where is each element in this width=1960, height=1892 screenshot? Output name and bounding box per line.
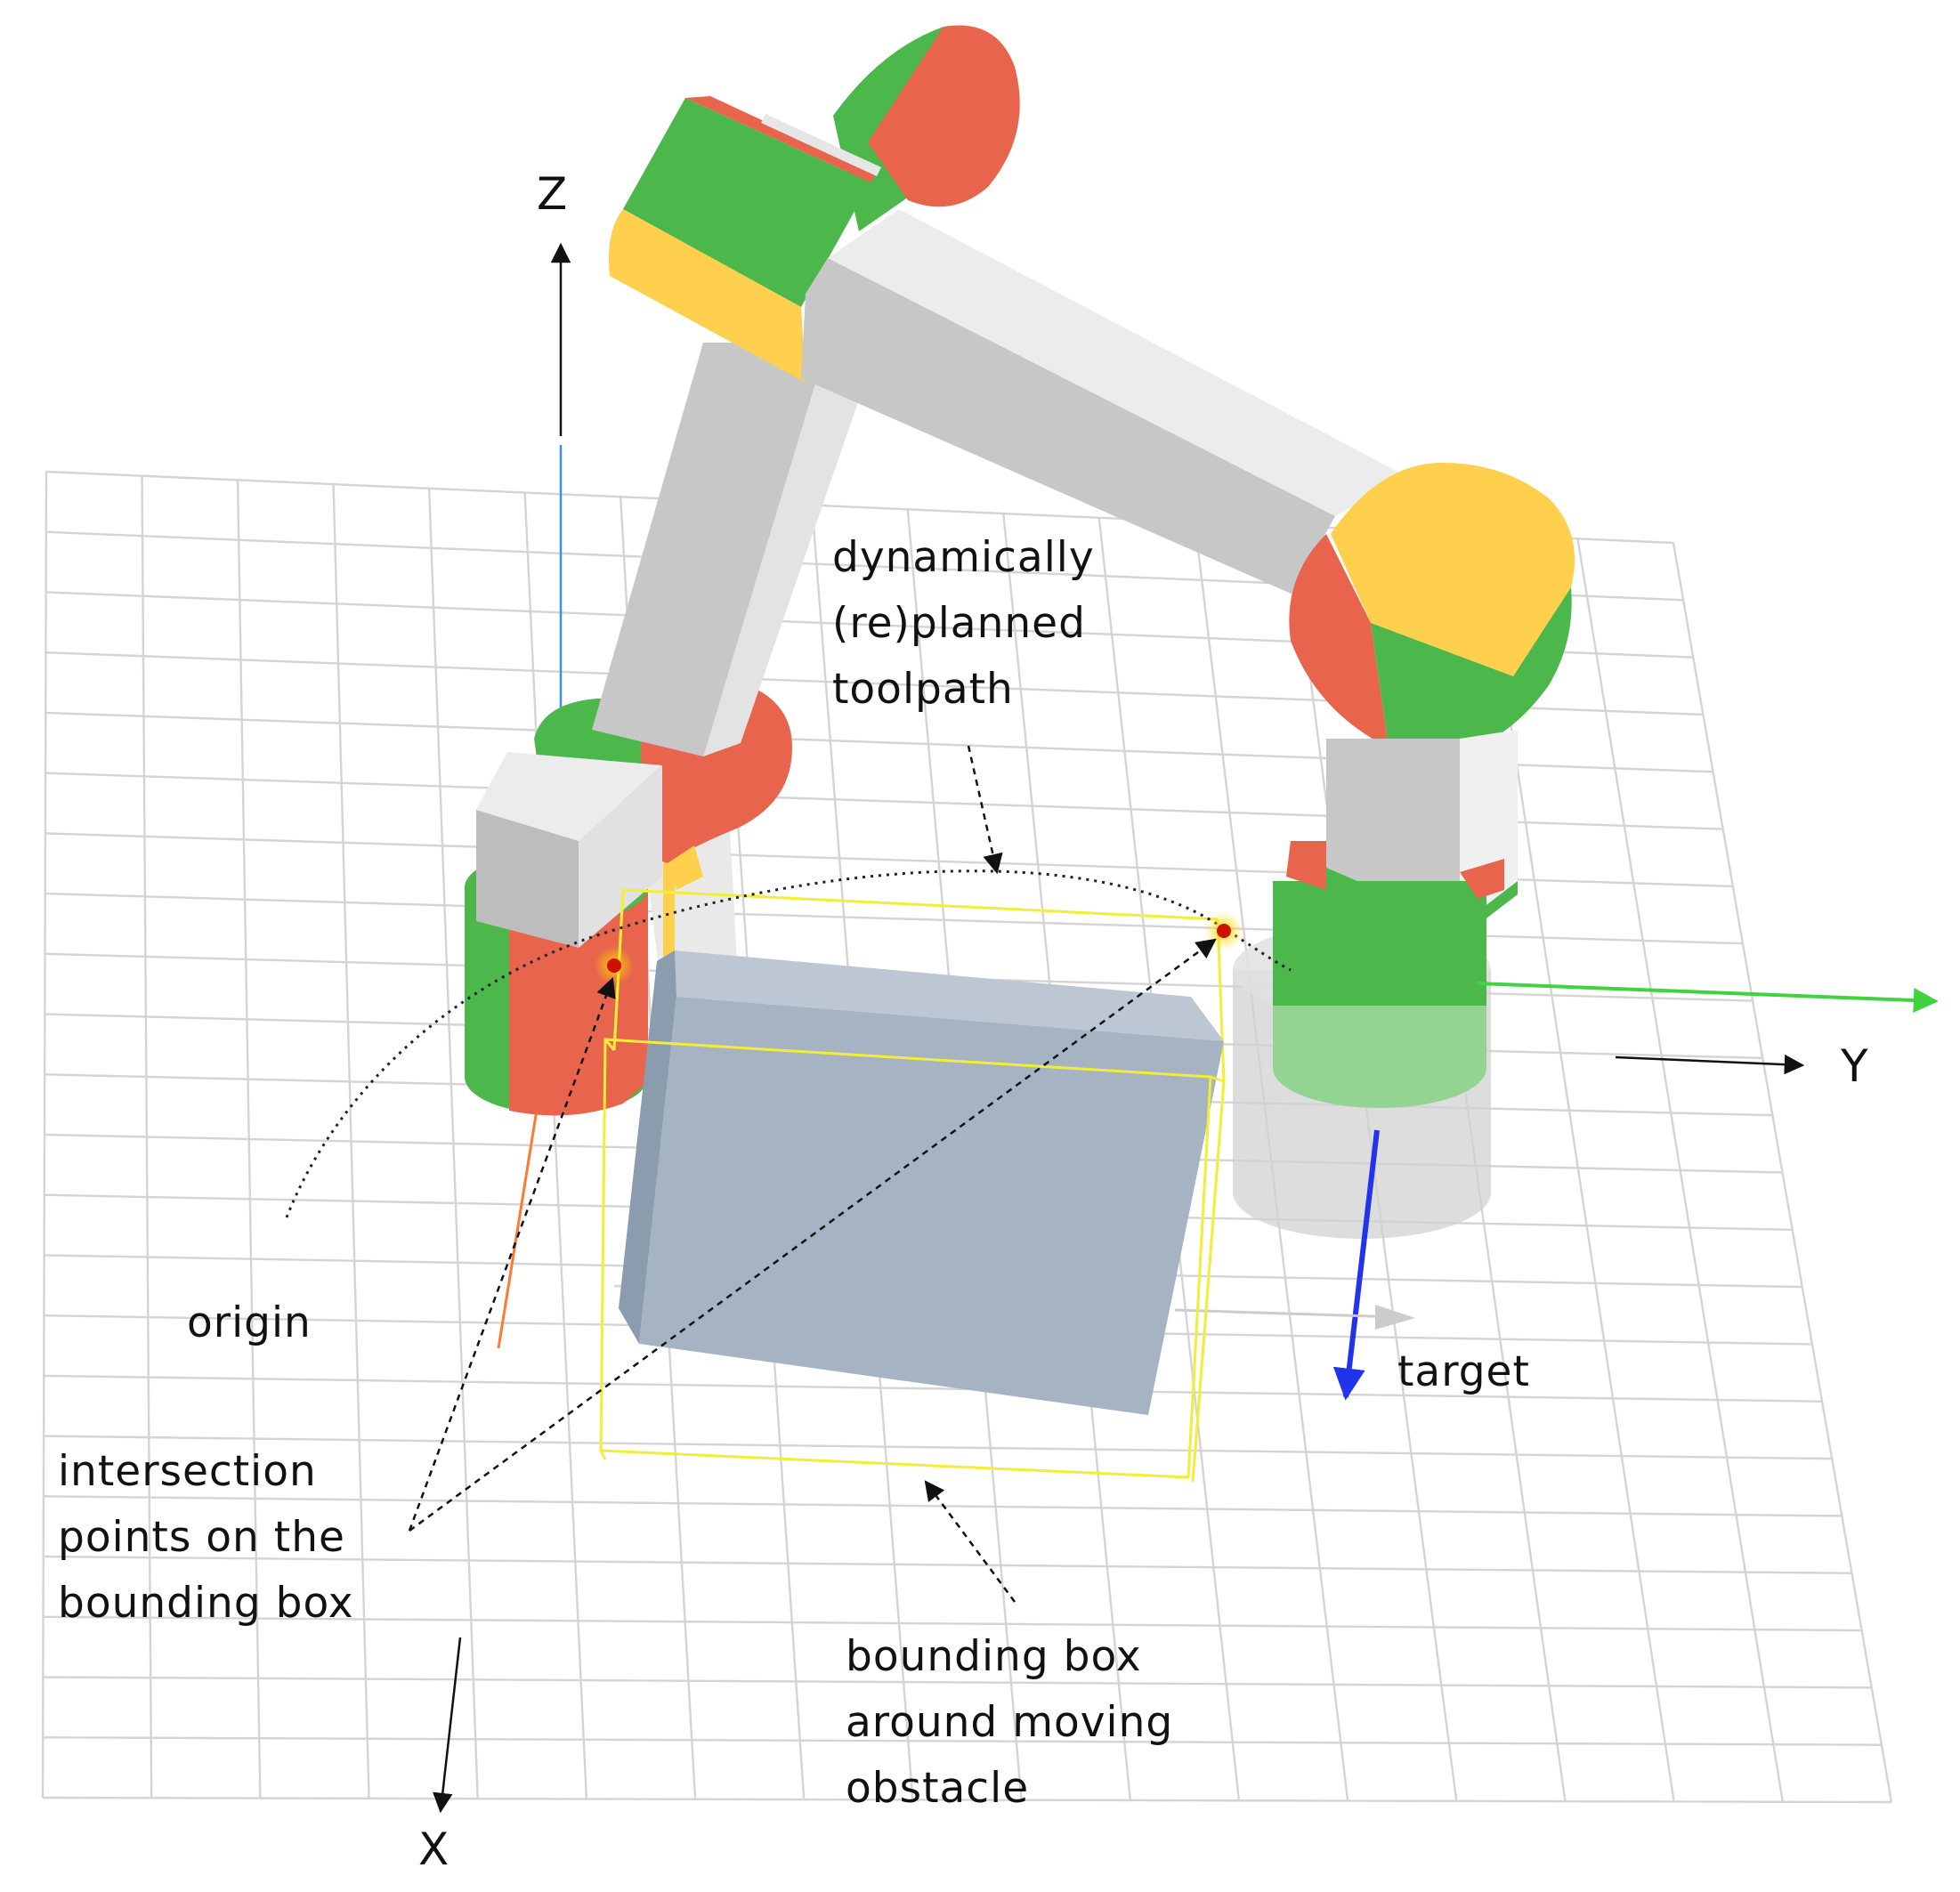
y-axis-arrow — [1615, 1054, 1805, 1075]
toolpath-label-line-3: toolpath — [832, 665, 1014, 714]
target-label: target — [1397, 1347, 1530, 1396]
toolpath-label-line-2: (re)planned — [832, 599, 1086, 648]
target-ghost-base — [1233, 841, 1518, 1239]
z-axis-label: Z — [537, 168, 569, 220]
y-axis-label: Y — [1841, 1040, 1869, 1092]
shoulder-cube — [476, 752, 662, 948]
target-axes — [1174, 982, 1939, 1401]
toolpath-label-line-1: dynamically — [832, 533, 1095, 582]
bounding-box-label-line-3: obstacle — [846, 1764, 1030, 1813]
y-axis-green-arrow — [1477, 982, 1939, 1014]
bounding-box-label-line-2: around moving — [846, 1698, 1174, 1747]
toolpath-leader-arrow — [967, 745, 1003, 875]
target-blue-axis — [1332, 1129, 1380, 1401]
intersection-leader-left — [408, 976, 616, 1532]
intersection-label-line-1: intersection — [58, 1447, 317, 1496]
bounding-box-label-line-1: bounding box — [846, 1632, 1142, 1681]
bounding-box-leader-arrow — [924, 1480, 1016, 1603]
forearm-link — [801, 209, 1406, 605]
intersection-label-line-2: points on the — [58, 1513, 345, 1562]
target-grey-arrow — [1174, 1308, 1398, 1319]
upper-arm-link — [592, 343, 868, 756]
wrist-joint — [1289, 463, 1575, 756]
annotation-leaders — [408, 745, 1217, 1603]
x-axis-arrow — [433, 1637, 462, 1814]
intersection-point-left — [607, 958, 621, 973]
x-axis-label: X — [418, 1823, 450, 1875]
intersection-point-right — [1217, 924, 1231, 938]
origin-label: origin — [187, 1298, 312, 1347]
elbow-joint — [609, 25, 1020, 383]
intersection-leader-right — [409, 938, 1217, 1532]
intersection-label-line-3: bounding box — [58, 1579, 354, 1628]
toolpath-dotted-curve — [285, 869, 1292, 1218]
moving-obstacle — [619, 950, 1224, 1415]
